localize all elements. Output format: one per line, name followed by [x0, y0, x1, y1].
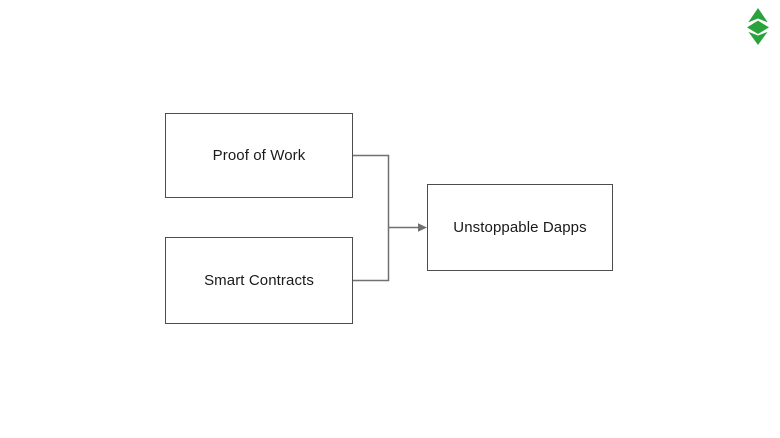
node-proof-of-work: Proof of Work — [165, 113, 353, 198]
edge-paths — [353, 154, 419, 282]
node-smart-contracts: Smart Contracts — [165, 237, 353, 324]
etc-logo-top-segment — [748, 8, 768, 23]
etc-logo-middle-segment — [747, 20, 769, 35]
node-unstoppable-dapps: Unstoppable Dapps — [427, 184, 613, 271]
node-label: Proof of Work — [212, 147, 306, 164]
etc-logo-bottom-segment — [748, 31, 768, 45]
arrowhead-icon — [418, 223, 427, 232]
node-label: Smart Contracts — [204, 272, 314, 289]
ethereum-classic-icon — [746, 8, 770, 45]
node-label: Unstoppable Dapps — [453, 219, 587, 236]
edge-merge-path — [353, 154, 390, 282]
